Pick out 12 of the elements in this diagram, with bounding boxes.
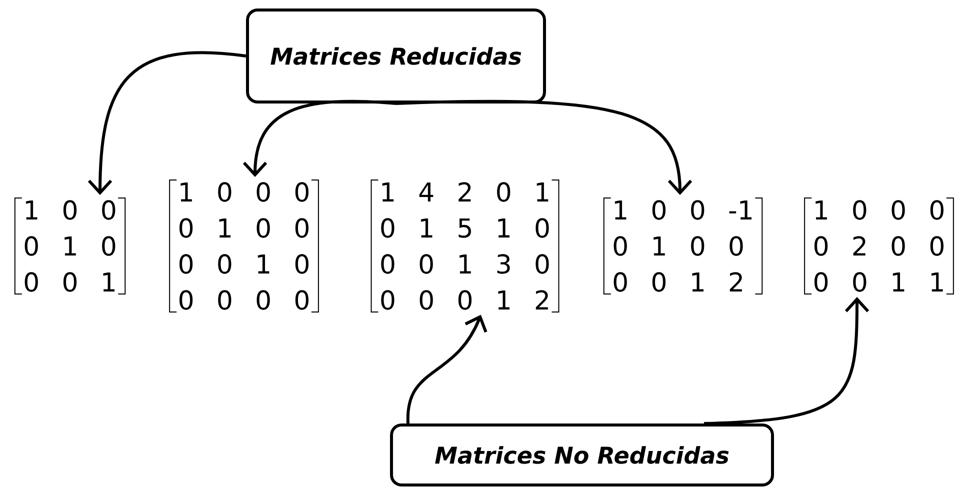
- matrix: 1 0 0 0 0 1 0 0 0 0 1 0 0 0 0 0: [169, 179, 319, 313]
- title-box: Matrices No Reducidas: [390, 424, 774, 486]
- title-box: Matrices Reducidas: [246, 8, 546, 104]
- matrix: 1 0 0 0 0 2 0 0 0 0 1 1: [804, 197, 954, 295]
- matrix: 1 0 0 0 1 0 0 0 1: [14, 197, 126, 295]
- arrow: [242, 100, 396, 177]
- arrow: [88, 51, 246, 195]
- matrix: 1 4 2 0 1 0 1 5 1 0 0 0 1 3 0 0 0 0 1 2: [370, 179, 560, 313]
- arrow: [396, 100, 692, 195]
- arrow: [406, 314, 488, 424]
- matrix: 1 0 0 -1 0 1 0 0 0 0 1 2: [603, 197, 763, 295]
- arrow: [704, 297, 870, 425]
